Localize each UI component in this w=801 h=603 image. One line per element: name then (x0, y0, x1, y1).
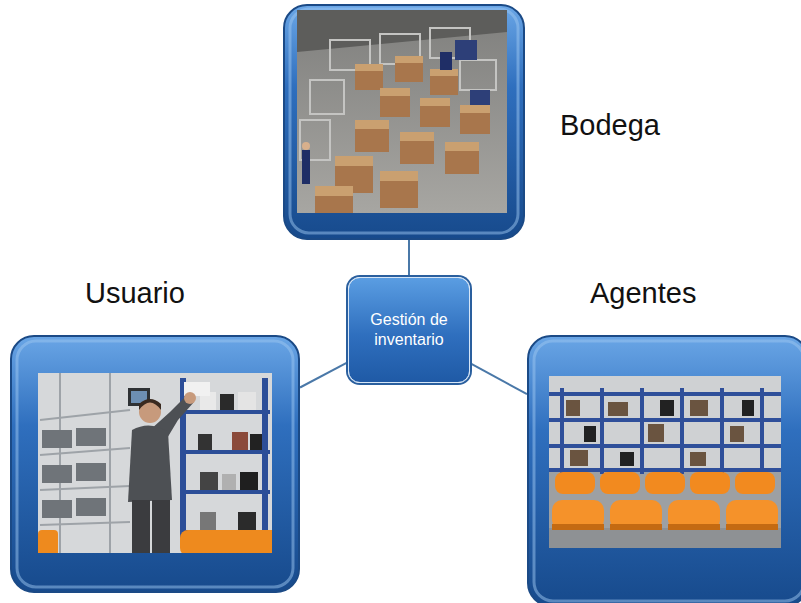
picture-frames (11, 5, 801, 603)
frame (528, 336, 801, 603)
node-label: Gestión de inventario (368, 310, 450, 350)
picture-label: Usuario (85, 278, 185, 310)
connector-line (300, 362, 348, 387)
connector-line (470, 363, 527, 394)
picture-box: Usuario (10, 335, 300, 593)
picture-label: Bodega (560, 110, 660, 142)
picture-box: Agentes (527, 335, 801, 603)
robots-picture (549, 376, 781, 548)
picture-box: Bodega (283, 4, 525, 240)
warehouse-picture (297, 10, 507, 213)
user-picture (38, 373, 272, 553)
frame (11, 336, 299, 592)
frame (284, 5, 524, 239)
process-box: Gestión de inventario (348, 277, 470, 383)
picture-label: Agentes (590, 278, 696, 310)
connector-line (408, 240, 410, 277)
